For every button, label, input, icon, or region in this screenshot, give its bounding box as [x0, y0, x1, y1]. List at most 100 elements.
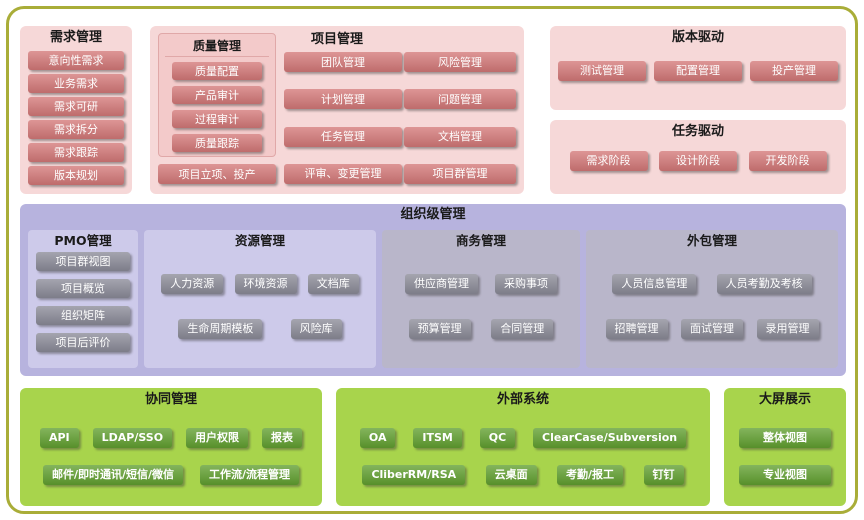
project-item[interactable]: 团队管理 — [284, 52, 402, 72]
business-item[interactable]: 采购事项 — [495, 273, 557, 294]
collaboration-item[interactable]: 工作流/流程管理 — [200, 464, 300, 485]
project-item[interactable]: 文档管理 — [404, 126, 516, 147]
pmo-item[interactable]: 组织矩阵 — [36, 306, 130, 326]
collaboration-item[interactable]: 用户权限 — [186, 427, 249, 448]
project-item[interactable]: 问题管理 — [404, 89, 516, 110]
resource-item[interactable]: 人力资源 — [161, 273, 224, 294]
external-title: 外部系统 — [496, 392, 549, 407]
pmo-item[interactable]: 项目概览 — [36, 279, 130, 299]
outsourcing-item[interactable]: 招聘管理 — [605, 318, 668, 339]
project-column-mid: 团队管理 计划管理 任务管理 评审、变更管理 — [284, 52, 402, 184]
panel-version-driven: 版本驱动 测试管理 配置管理 投产管理 — [550, 26, 846, 110]
requirements-item[interactable]: 业务需求 — [28, 73, 124, 93]
external-item[interactable]: 钉钉 — [643, 464, 684, 485]
external-item[interactable]: OA — [359, 427, 396, 448]
requirements-item[interactable]: 需求跟踪 — [28, 142, 124, 162]
quality-item[interactable]: 质量配置 — [172, 62, 262, 80]
collaboration-title: 协同管理 — [144, 392, 197, 407]
requirements-item[interactable]: 需求可研 — [28, 96, 124, 116]
version-driven-title: 版本驱动 — [671, 30, 724, 45]
project-item[interactable]: 任务管理 — [284, 126, 402, 147]
org-title: 组织级管理 — [400, 207, 466, 222]
version-driven-row: 测试管理 配置管理 投产管理 — [550, 60, 846, 81]
quality-item[interactable]: 过程审计 — [172, 110, 262, 128]
pmo-title: PMO管理 — [54, 233, 112, 248]
resource-item[interactable]: 风险库 — [290, 318, 342, 339]
business-item[interactable]: 合同管理 — [491, 318, 554, 339]
project-item[interactable]: 评审、变更管理 — [284, 163, 402, 184]
resource-row: 生命周期模板 风险库 — [150, 318, 370, 339]
outsourcing-row: 招聘管理 面试管理 录用管理 — [592, 318, 832, 339]
requirements-item[interactable]: 意向性需求 — [28, 50, 124, 70]
outsourcing-title: 外包管理 — [686, 233, 737, 248]
collaboration-row: 邮件/即时通讯/短信/微信 工作流/流程管理 — [26, 464, 316, 485]
quality-item[interactable]: 质量跟踪 — [172, 134, 262, 152]
external-item[interactable]: CliberRM/RSA — [362, 464, 466, 485]
external-item[interactable]: ITSM — [413, 427, 462, 448]
resource-item[interactable]: 文档库 — [307, 273, 359, 294]
version-item[interactable]: 配置管理 — [654, 60, 742, 81]
resource-row: 人力资源 环境资源 文档库 — [150, 273, 370, 294]
display-item[interactable]: 整体视图 — [739, 427, 831, 448]
display-item[interactable]: 专业视图 — [739, 464, 831, 485]
requirements-title: 需求管理 — [49, 30, 102, 45]
business-rows: 供应商管理 采购事项 预算管理 合同管理 — [382, 248, 580, 368]
collaboration-row: API LDAP/SSO 用户权限 报表 — [26, 427, 316, 448]
project-title: 项目管理 — [310, 32, 363, 47]
outsourcing-item[interactable]: 人员信息管理 — [612, 273, 697, 294]
version-item[interactable]: 测试管理 — [558, 60, 646, 81]
business-row: 预算管理 合同管理 — [388, 318, 574, 339]
outsourcing-row: 人员信息管理 人员考勤及考核 — [592, 273, 832, 294]
collaboration-item[interactable]: LDAP/SSO — [92, 427, 173, 448]
project-item[interactable]: 计划管理 — [284, 89, 402, 110]
panel-resource: 资源管理 人力资源 环境资源 文档库 生命周期模板 风险库 — [144, 230, 376, 368]
panel-business: 商务管理 供应商管理 采购事项 预算管理 合同管理 — [382, 230, 580, 368]
collaboration-item[interactable]: 报表 — [261, 427, 302, 448]
big-screen-title: 大屏展示 — [758, 392, 811, 407]
resource-rows: 人力资源 环境资源 文档库 生命周期模板 风险库 — [144, 248, 376, 368]
outsourcing-item[interactable]: 人员考勤及考核 — [716, 273, 812, 294]
resource-item[interactable]: 生命周期模板 — [178, 318, 263, 339]
panel-project: 项目管理 质量管理 质量配置 产品审计 过程审计 质量跟踪 项目立项、投产 团队… — [150, 26, 524, 194]
panel-external-systems: 外部系统 OA ITSM QC ClearCase/Subversion Cli… — [336, 388, 710, 506]
business-item[interactable]: 预算管理 — [408, 318, 471, 339]
resource-title: 资源管理 — [234, 233, 285, 248]
version-item[interactable]: 投产管理 — [750, 60, 838, 81]
pmo-item[interactable]: 项目群视图 — [36, 252, 130, 272]
panel-quality: 质量管理 质量配置 产品审计 过程审计 质量跟踪 — [158, 33, 276, 157]
task-item[interactable]: 需求阶段 — [569, 150, 648, 171]
quality-item[interactable]: 产品审计 — [172, 86, 262, 104]
panel-outsourcing: 外包管理 人员信息管理 人员考勤及考核 招聘管理 面试管理 录用管理 — [586, 230, 838, 368]
project-column-left: 质量管理 质量配置 产品审计 过程审计 质量跟踪 项目立项、投产 — [158, 33, 276, 184]
outsourcing-item[interactable]: 录用管理 — [756, 318, 819, 339]
requirements-item[interactable]: 需求拆分 — [28, 119, 124, 139]
external-row: CliberRM/RSA 云桌面 考勤/报工 钉钉 — [342, 464, 704, 485]
project-column-right: 风险管理 问题管理 文档管理 项目群管理 — [404, 52, 516, 184]
collaboration-item[interactable]: 邮件/即时通讯/短信/微信 — [42, 464, 184, 485]
project-item[interactable]: 项目立项、投产 — [158, 164, 276, 184]
external-item[interactable]: QC — [479, 427, 516, 448]
business-row: 供应商管理 采购事项 — [388, 273, 574, 294]
collaboration-item[interactable]: API — [39, 427, 79, 448]
external-rows: OA ITSM QC ClearCase/Subversion CliberRM… — [336, 411, 710, 506]
business-item[interactable]: 供应商管理 — [405, 273, 478, 294]
external-item[interactable]: 云桌面 — [485, 464, 537, 485]
requirements-item[interactable]: 版本规划 — [28, 165, 124, 185]
collaboration-rows: API LDAP/SSO 用户权限 报表 邮件/即时通讯/短信/微信 工作流/流… — [20, 411, 322, 506]
panel-requirements: 需求管理 意向性需求 业务需求 需求可研 需求拆分 需求跟踪 版本规划 — [20, 26, 132, 194]
outsourcing-item[interactable]: 面试管理 — [681, 318, 743, 339]
resource-item[interactable]: 环境资源 — [234, 273, 297, 294]
task-driven-row: 需求阶段 设计阶段 开发阶段 — [550, 150, 846, 171]
task-item[interactable]: 设计阶段 — [659, 150, 737, 171]
project-item[interactable]: 风险管理 — [404, 52, 516, 72]
outsourcing-rows: 人员信息管理 人员考勤及考核 招聘管理 面试管理 录用管理 — [586, 248, 838, 368]
external-item[interactable]: 考勤/报工 — [557, 464, 624, 485]
project-item[interactable]: 项目群管理 — [404, 163, 516, 184]
external-row: OA ITSM QC ClearCase/Subversion — [342, 427, 704, 448]
task-item[interactable]: 开发阶段 — [748, 150, 827, 171]
external-item[interactable]: ClearCase/Subversion — [533, 427, 687, 448]
pmo-item[interactable]: 项目后评价 — [36, 333, 130, 353]
business-title: 商务管理 — [455, 233, 506, 248]
task-driven-title: 任务驱动 — [671, 124, 724, 139]
